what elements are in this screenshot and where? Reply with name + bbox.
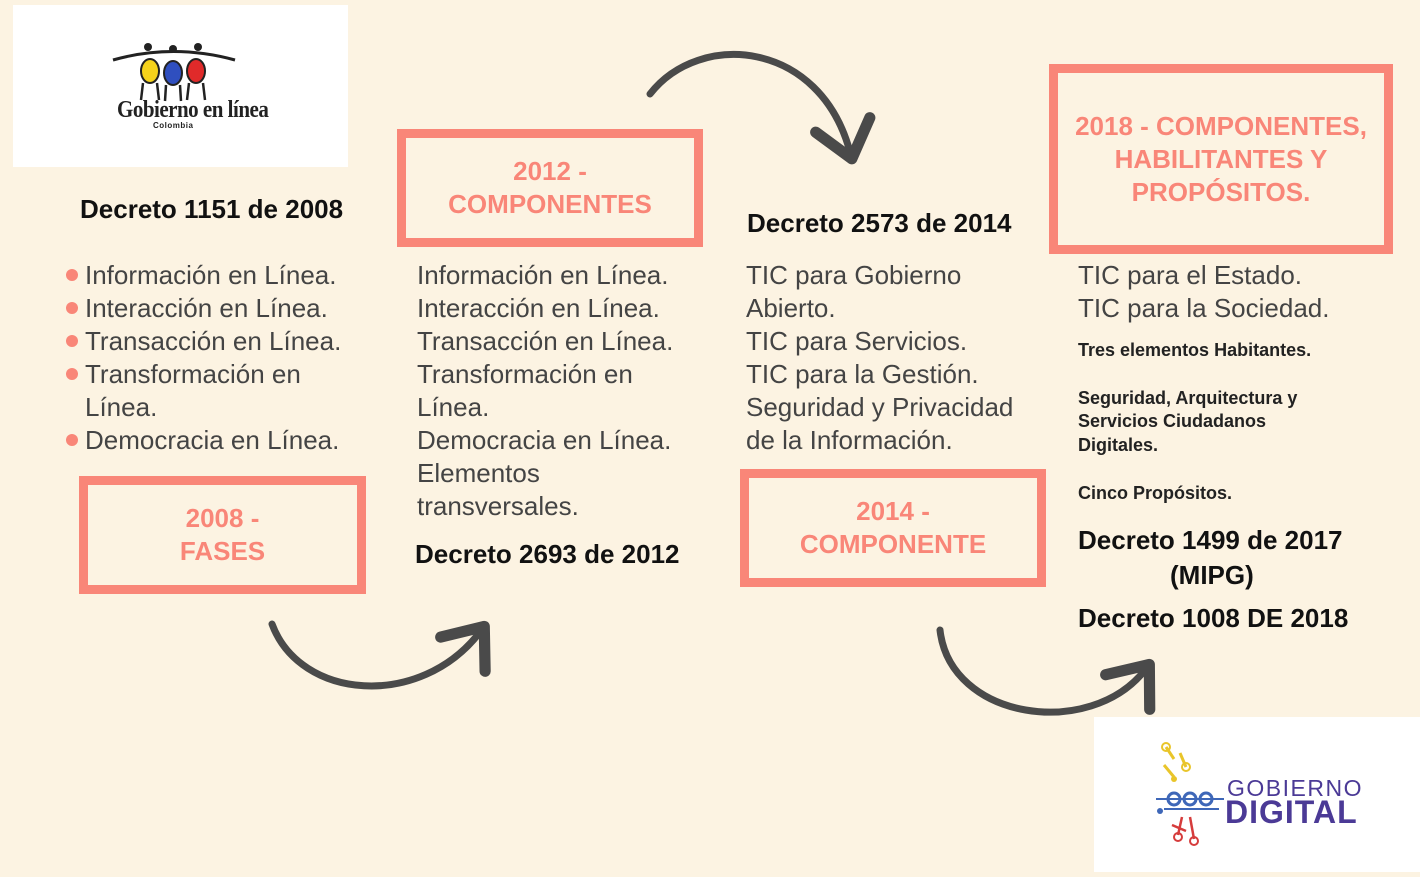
- decree-2008: Decreto 1151 de 2008: [80, 194, 344, 224]
- habilitantes-line2: Servicios Ciudadanos: [1078, 411, 1267, 431]
- arrow-2014-to-2018: [936, 626, 1156, 716]
- stage-title-line2: FASES: [179, 536, 266, 566]
- list-item: de la Información.: [746, 425, 953, 455]
- habilitantes-line3: Digitales.: [1078, 435, 1159, 455]
- gobierno-digital-network-icon: [1156, 742, 1224, 846]
- list-2008: Información en Línea. Interacción en Lín…: [65, 259, 342, 457]
- list-item: TIC para Servicios.: [746, 326, 968, 356]
- stage-title-line1: 2018 - COMPONENTES,: [1075, 110, 1367, 141]
- list-item: Información en Línea.: [65, 259, 341, 292]
- logo-line2: DIGITAL: [1225, 794, 1358, 830]
- stage-box-2012: 2012 - COMPONENTES: [397, 129, 703, 247]
- list-item: Interacción en Línea.: [65, 292, 341, 325]
- logo-text: Gobierno en línea: [117, 95, 269, 123]
- list-item: Línea.: [417, 392, 490, 422]
- list-item: transversales.: [417, 491, 579, 521]
- stage-box-2008: 2008 - FASES: [79, 476, 366, 594]
- list-item: Transformación en: [417, 359, 633, 389]
- list-item: Democracia en Línea.: [417, 425, 672, 455]
- list-item: Información en Línea.: [417, 260, 669, 290]
- stage-title-line2: COMPONENTES: [448, 189, 652, 219]
- logo-line1: GOBIERNO: [1227, 775, 1363, 801]
- list-item: TIC para Gobierno: [746, 260, 962, 290]
- list-item: TIC para la Sociedad.: [1078, 293, 1330, 323]
- list-2014: TIC para Gobierno Abierto. TIC para Serv…: [746, 259, 1013, 457]
- list-item: Abierto.: [746, 293, 836, 323]
- decree-2012: Decreto 2693 de 2012: [415, 539, 680, 569]
- list-item: Seguridad y Privacidad: [746, 392, 1014, 422]
- habilitantes-line1: Seguridad, Arquitectura y: [1078, 388, 1298, 408]
- arrow-2008-to-2012: [268, 620, 491, 690]
- stage-title-line1: 2008 -: [185, 503, 260, 533]
- stage-title-line3: PROPÓSITOS.: [1131, 176, 1311, 207]
- list-item-continuation: Línea.: [85, 392, 158, 422]
- stage-title-line2: HABILITANTES Y: [1114, 143, 1328, 174]
- arrow-2012-to-2014: [646, 51, 876, 165]
- decree-2014: Decreto 2573 de 2014: [747, 208, 1012, 238]
- list-2012: Información en Línea. Interacción en Lín…: [417, 259, 673, 523]
- propositos-text: Cinco Propósitos.: [1078, 483, 1233, 503]
- list-item: Interacción en Línea.: [417, 293, 660, 323]
- gobierno-digital-logo: GOBIERNO DIGITAL: [1094, 717, 1420, 872]
- list-item: Democracia en Línea.: [65, 425, 340, 455]
- stage-box-2018: 2018 - COMPONENTES, HABILITANTES Y PROPÓ…: [1049, 64, 1393, 254]
- stage-title-line1: 2014 -: [856, 496, 930, 526]
- list-item: TIC para el Estado.: [1078, 260, 1302, 290]
- stage-box-2014: 2014 - COMPONENTE: [740, 469, 1046, 587]
- logo-subtext: Colombia: [153, 121, 194, 130]
- list-item: TIC para la Gestión.: [746, 359, 979, 389]
- gobierno-en-linea-logo: Gobierno en línea Colombia: [13, 5, 348, 167]
- list-item: Transacción en Línea.: [65, 326, 342, 356]
- list-item: Elementos: [417, 458, 540, 488]
- list-2018: TIC para el Estado. TIC para la Sociedad…: [1078, 259, 1329, 325]
- stage-title-line1: 2012 -: [513, 156, 587, 186]
- gobierno-en-linea-figures-icon: [112, 43, 236, 102]
- decree-1499: Decreto 1499 de 2017: [1078, 525, 1343, 555]
- stage-title-line2: COMPONENTE: [799, 529, 987, 559]
- habilitantes-heading: Tres elementos Habitantes.: [1078, 340, 1312, 360]
- list-item: Transacción en Línea.: [417, 326, 674, 356]
- decree-1008: Decreto 1008 DE 2018: [1078, 603, 1349, 633]
- list-item: Transformación en: [65, 358, 341, 391]
- decree-1499-mipg: (MIPG): [1170, 560, 1254, 590]
